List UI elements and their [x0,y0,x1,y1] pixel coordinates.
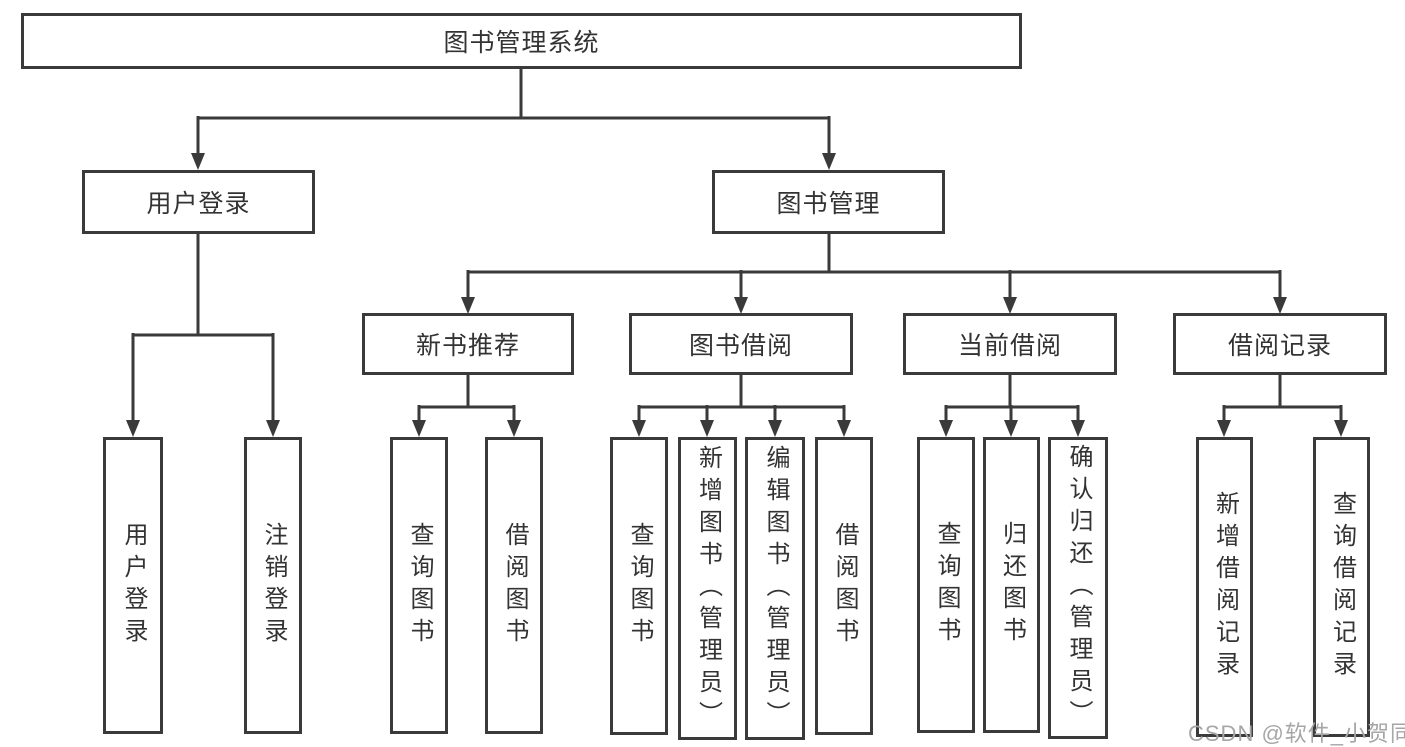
leaf-edit-books-admin: 编辑图书（管理员） [745,437,805,740]
leaf-user-login: 用户登录 [103,437,163,734]
node-user-login: 用户登录 [82,170,315,234]
connector-new-book-branch [417,375,516,421]
leaf-borrow-books-recommend: 借阅图书 [485,437,543,734]
node-current-borrow: 当前借阅 [903,313,1117,375]
node-new-book-recommend-label: 新书推荐 [415,332,520,360]
node-borrow-records: 借阅记录 [1173,313,1387,375]
node-root-label: 图书管理系统 [443,29,600,57]
leaf-return-books: 归还图书 [983,437,1040,733]
node-new-book-recommend: 新书推荐 [362,313,574,375]
leaf-user-login-label: 用户登录 [120,521,147,650]
connector-book-mgmt-branch [466,234,1282,298]
node-user-login-label: 用户登录 [146,190,251,218]
connector-records-branch [1222,375,1343,421]
node-book-borrow: 图书借阅 [629,313,853,375]
connector-current-borrow-branch [944,375,1080,421]
leaf-borrow-books: 借阅图书 [815,437,873,735]
arrowheads [126,153,1348,437]
leaf-confirm-return-admin: 确认归还（管理员） [1048,437,1108,739]
csdn-watermark: CSDN @软件_小贺同学 [1188,721,1405,746]
leaf-add-borrow-record-label: 新增借阅记录 [1211,491,1239,683]
leaf-edit-books-admin-label: 编辑图书（管理员） [762,444,789,733]
leaf-return-books-label: 归还图书 [998,521,1026,649]
node-current-borrow-label: 当前借阅 [957,332,1062,360]
connector-user-login-branch [131,234,275,421]
leaf-add-borrow-record: 新增借阅记录 [1196,437,1253,737]
leaf-add-books-admin-label: 新增图书（管理员） [694,444,722,733]
leaf-query-books-current-label: 查询图书 [933,521,960,649]
connector-root-to-level2 [196,69,831,153]
leaf-query-borrow-record: 查询借阅记录 [1313,437,1370,737]
leaf-query-borrow-record-label: 查询借阅记录 [1328,491,1356,683]
leaf-query-books-borrow-label: 查询图书 [626,522,653,650]
connector-book-borrow-branch [637,375,846,421]
leaf-query-books-recommend: 查询图书 [390,437,448,734]
leaf-add-books-admin: 新增图书（管理员） [678,437,737,740]
leaf-query-books-borrow: 查询图书 [610,437,668,735]
leaf-logout: 注销登录 [244,437,302,734]
leaf-confirm-return-admin-label: 确认归还（管理员） [1065,444,1092,732]
node-borrow-records-label: 借阅记录 [1227,332,1332,360]
leaf-borrow-books-recommend-label: 借阅图书 [501,521,528,650]
node-book-borrow-label: 图书借阅 [688,332,793,360]
node-book-management-label: 图书管理 [776,190,881,218]
leaf-query-books-current: 查询图书 [917,437,975,733]
leaf-query-books-recommend-label: 查询图书 [406,521,433,650]
leaf-logout-label: 注销登录 [260,521,287,650]
leaf-borrow-books-label: 借阅图书 [831,522,858,650]
node-root: 图书管理系统 [21,13,1022,69]
node-book-management: 图书管理 [712,170,945,234]
